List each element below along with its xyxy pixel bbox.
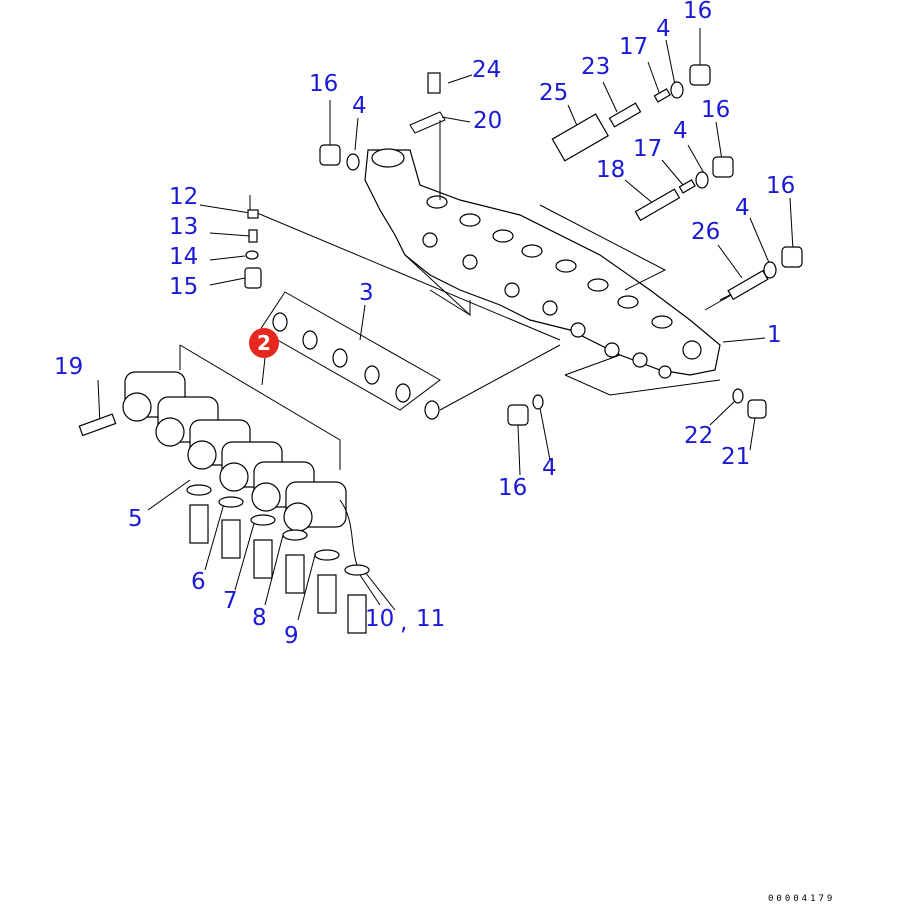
callout-4: 4 [735,195,750,221]
plugs-and-orings [319,64,803,426]
callout-20: 20 [473,108,503,134]
callout-comma: , [400,610,408,636]
document-number: 00004179 [768,894,836,904]
callout-17: 17 [633,136,663,162]
callout-16: 16 [701,97,731,123]
callout-13: 13 [169,214,199,240]
callout-16: 16 [309,71,339,97]
oring-set [259,291,561,420]
callout-4: 4 [673,118,688,144]
callout-4: 4 [352,93,367,119]
callout-15: 15 [169,274,199,300]
callout-4: 4 [656,16,671,42]
connectors [186,484,370,634]
callout-9: 9 [284,623,299,649]
callout-21: 21 [721,444,751,470]
callout-22: 22 [684,423,714,449]
callout-10: 10 [365,606,395,632]
callout-14: 14 [169,244,199,270]
callout-4: 4 [542,455,557,481]
callout-16: 16 [683,0,713,24]
callout-18: 18 [596,157,626,183]
check-valve-parts [244,209,262,289]
spools-and-springs [427,72,769,301]
callout-11: 11 [416,606,446,632]
callout-8: 8 [252,605,267,631]
callout-3: 3 [359,280,374,306]
callout-26: 26 [691,219,721,245]
callout-16: 16 [766,173,796,199]
highlight-badge-2[interactable]: 2 [249,328,279,358]
callout-6: 6 [191,569,206,595]
callout-17: 17 [619,34,649,60]
callout-19: 19 [54,354,84,380]
callout-1: 1 [767,322,782,348]
valve-body [364,148,721,379]
callout-12: 12 [169,184,199,210]
callout-23: 23 [581,54,611,80]
callout-24: 24 [472,57,502,83]
callout-5: 5 [128,506,143,532]
callout-7: 7 [223,588,238,614]
solenoid-assembly [78,344,347,532]
callout-16: 16 [498,475,528,501]
callout-25: 25 [539,80,569,106]
